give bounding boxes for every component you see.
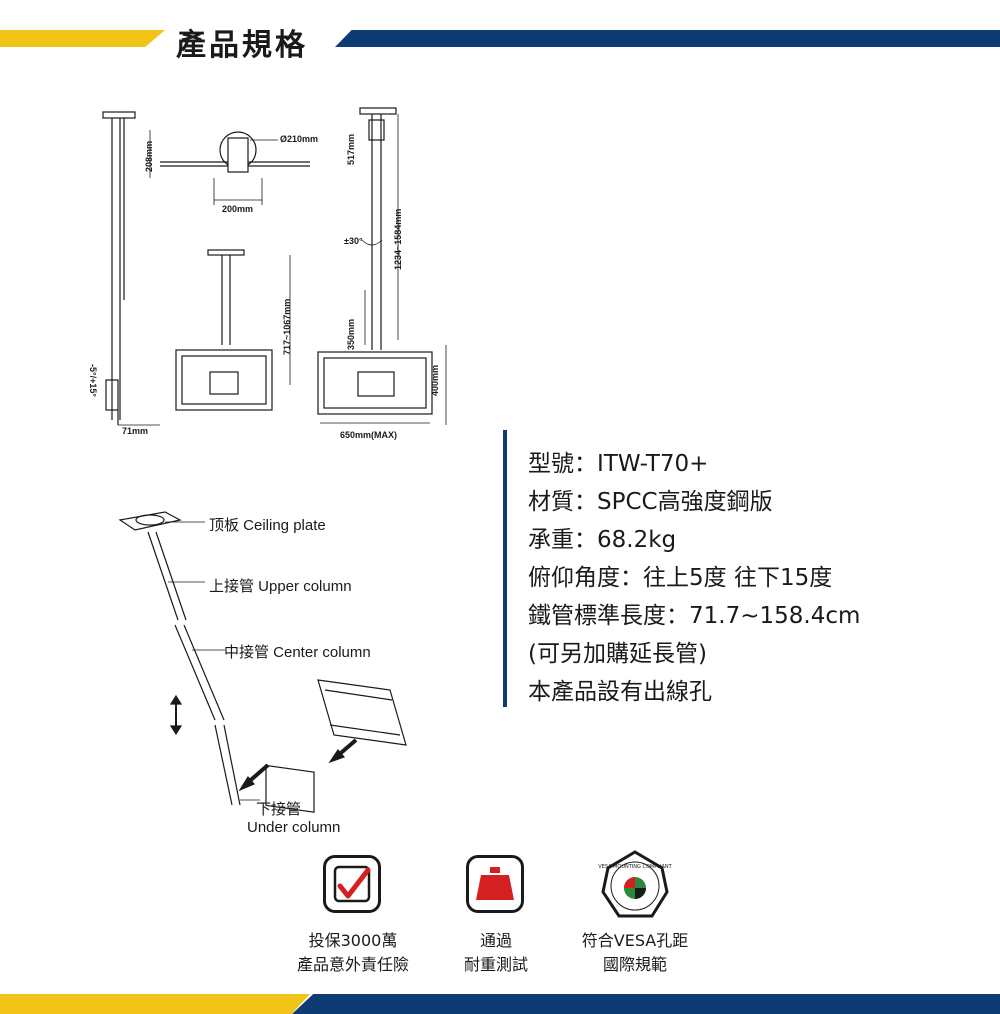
dim-200: 200mm	[222, 204, 254, 214]
weight-badge	[466, 855, 524, 913]
weight-line1: 通過	[479, 931, 512, 950]
label-under-column-en: Under column	[247, 819, 341, 836]
dim-30: ±30°	[344, 236, 363, 246]
dim-350: 350mm	[346, 318, 356, 350]
spec-cable: 本產品設有出線孔	[528, 679, 712, 705]
weight-icon	[476, 867, 514, 900]
weight-caption: 通過 耐重測試	[446, 929, 546, 977]
insurance-line1: 投保3000萬	[308, 931, 398, 950]
vesa-seal-text: VESA MOUNTING COMPLIANT	[598, 864, 672, 870]
weight-line2: 耐重測試	[463, 955, 528, 974]
dim-1234: 1234~1584mm	[393, 208, 403, 270]
label-upper-column: 上接管 Upper column	[209, 578, 352, 595]
dim-71: 71mm	[122, 426, 149, 436]
dim-400: 400mm	[430, 364, 440, 396]
header-blue-band	[335, 30, 1000, 47]
label-center-column: 中接管 Center column	[224, 644, 371, 661]
page-title: 產品規格	[176, 28, 308, 63]
dim-210: Ø210mm	[280, 134, 319, 144]
vesa-caption: 符合VESA孔距 國際規範	[565, 929, 705, 977]
spec-length: 鐵管標準長度：71.7~158.4cm	[528, 603, 861, 629]
vesa-seal-icon: VESA MOUNTING COMPLIANT	[598, 850, 673, 918]
checkmark-icon	[333, 865, 371, 903]
vesa-line2: 國際規範	[602, 955, 667, 974]
header-yellow-band	[0, 30, 165, 47]
spec-load: 承重：68.2kg	[528, 527, 677, 553]
footer-blue-band	[292, 994, 1000, 1014]
dim-650: 650mm(MAX)	[340, 430, 398, 440]
insurance-caption: 投保3000萬 產品意外責任險	[283, 929, 423, 977]
vesa-line1: 符合VESA孔距	[581, 931, 689, 950]
left-ceiling-plate	[102, 111, 136, 119]
spec-tilt: 俯仰角度：往上5度 往下15度	[528, 565, 833, 591]
spec-accent-bar	[503, 430, 507, 707]
label-ceiling-plate: 顶板 Ceiling plate	[209, 517, 326, 534]
spec-extension: (可另加購延長管)	[528, 641, 707, 667]
footer-yellow-band	[0, 994, 310, 1014]
spec-model: 型號：ITW-T70+	[528, 451, 709, 477]
dim-208: 208mm	[144, 140, 154, 172]
dim-717: 717~1067mm	[282, 298, 292, 355]
spec-material: 材質：SPCC高強度鋼版	[528, 489, 773, 515]
insurance-badge	[323, 855, 381, 913]
dim-517: 517mm	[346, 133, 356, 165]
insurance-line2: 產品意外責任險	[296, 955, 409, 974]
dim-tilt: -5°/+15°	[88, 364, 98, 397]
label-under-column-zh: 下接管	[256, 801, 302, 818]
